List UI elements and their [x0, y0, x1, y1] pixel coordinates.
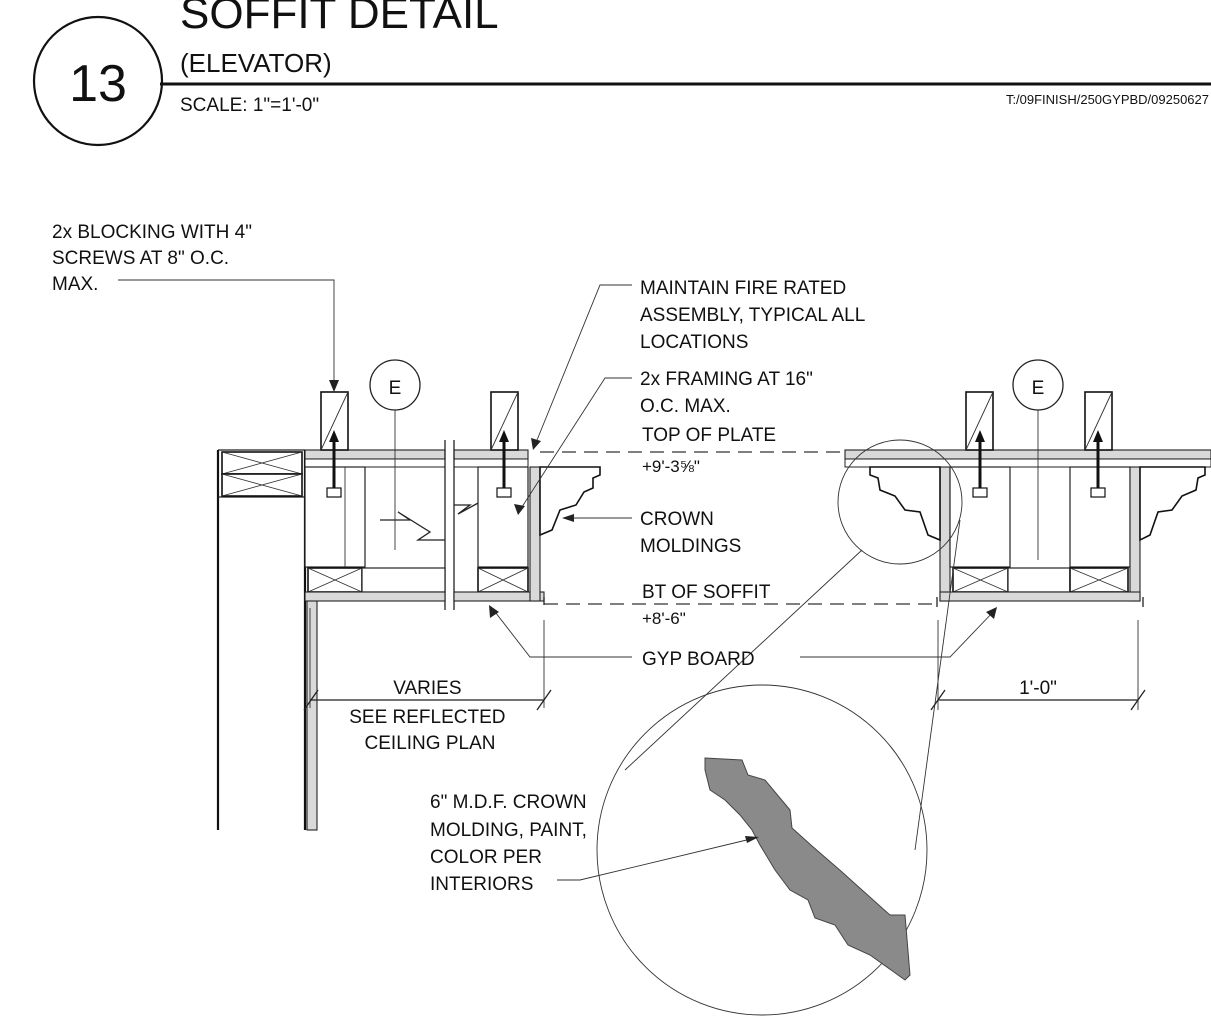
detail-subtitle: (ELEVATOR)	[180, 48, 332, 78]
detail-callout-circle	[837, 439, 963, 565]
detail-number-circle	[32, 15, 164, 147]
crown-molding-left	[539, 466, 601, 537]
left-soffit: E	[304, 359, 601, 610]
right-soffit: E	[869, 359, 1206, 607]
crown-molding-right-b	[1139, 466, 1206, 542]
screw-left	[326, 430, 342, 498]
label-top-of-plate: TOP OF PLATE	[642, 425, 776, 446]
label-bottom-of-soffit: BT OF SOFFIT	[642, 582, 771, 603]
note-fire-rated: MAINTAIN FIRE RATED ASSEMBLY, TYPICAL AL…	[640, 278, 870, 353]
dimension-right	[930, 620, 1146, 711]
screw-center	[496, 430, 512, 498]
detail-number: 13	[69, 55, 127, 113]
detail-title: SOFFIT DETAIL	[180, 0, 499, 38]
screw-right-a	[972, 430, 988, 498]
note-framing: 2x FRAMING AT 16" O.C. MAX.	[640, 369, 818, 417]
file-path: T:/09FINISH/250GYPBD/09250627	[1006, 92, 1209, 107]
mdf-crown-profile	[704, 757, 911, 981]
wall-gyp-board	[306, 599, 318, 831]
label-top-elevation: +9'-3⅝"	[642, 457, 700, 476]
dimension-varies	[303, 608, 552, 711]
crown-molding-right-a	[869, 466, 941, 542]
label-bottom-elevation: +8'-6"	[642, 609, 686, 628]
screw-right-b	[1090, 430, 1106, 498]
leaders	[118, 279, 997, 881]
label-gyp-board: GYP BOARD	[642, 649, 755, 670]
detail-scale: SCALE: 1"=1'-0"	[180, 95, 319, 116]
left-wall	[216, 449, 318, 831]
note-crown-moldings: CROWN MOLDINGS	[640, 509, 741, 557]
note-blocking: 2x BLOCKING WITH 4" SCREWS AT 8" O.C. MA…	[52, 222, 257, 295]
dimension-varies-label: VARIES SEE REFLECTED CEILING PLAN	[349, 678, 511, 754]
elevator-tag-right-label: E	[1032, 378, 1045, 399]
ceiling-layers	[304, 449, 1211, 468]
title-block: 13 SOFFIT DETAIL (ELEVATOR) SCALE: 1"=1'…	[32, 0, 1211, 147]
dimension-right-label: 1'-0"	[1019, 678, 1057, 699]
enlarged-detail-circle	[596, 684, 928, 1016]
note-mdf-crown: 6" M.D.F. CROWN MOLDING, PAINT, COLOR PE…	[430, 792, 592, 895]
elevator-tag-left-label: E	[389, 378, 402, 399]
